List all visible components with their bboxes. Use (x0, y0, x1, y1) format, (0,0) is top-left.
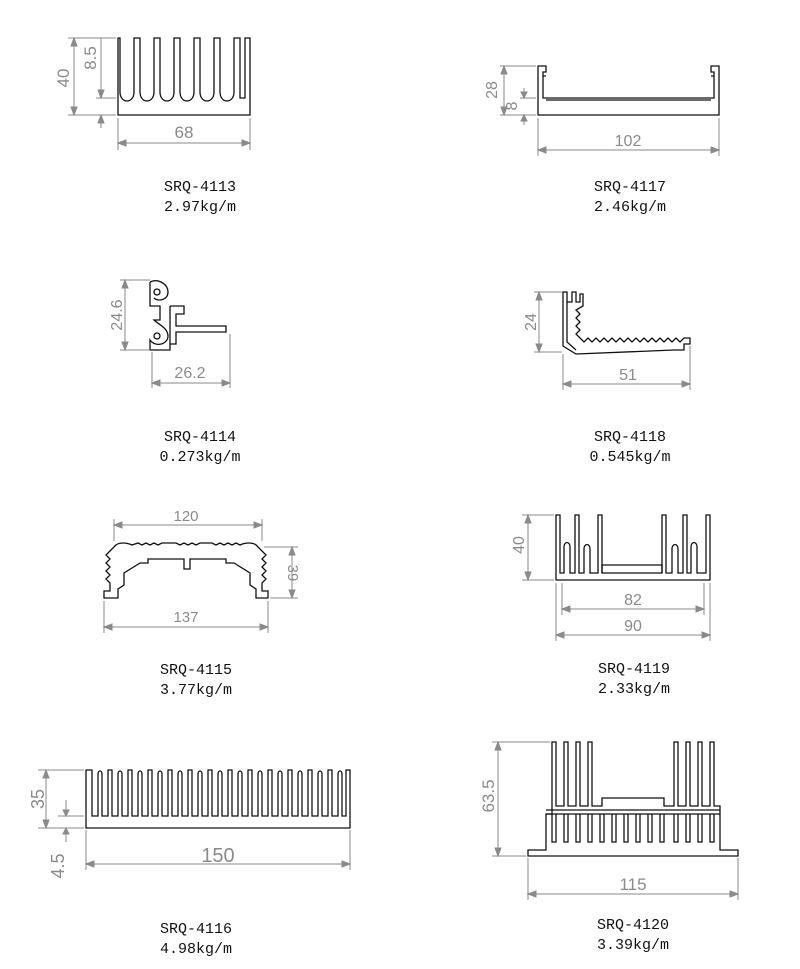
dim-height: 24.6 (109, 299, 126, 330)
product-caption-srq-4115: SRQ-4115 3.77kg/m (86, 661, 306, 701)
dimension-lines (68, 36, 252, 150)
product-weight: 2.33kg/m (597, 681, 670, 698)
product-code: SRQ-4116 (159, 921, 232, 938)
dim-inner: 82 (624, 592, 642, 609)
housing-profile (103, 542, 269, 599)
heatsink-profile (527, 741, 739, 857)
profile-drawing-srq-4119: 40 82 90 (511, 513, 712, 641)
product-caption-srq-4119: SRQ-4119 2.33kg/m (524, 660, 744, 700)
channel-profile (537, 65, 720, 116)
product-caption-srq-4117: SRQ-4117 2.46kg/m (520, 178, 740, 218)
dimension-lines (102, 519, 298, 633)
product-code: SRQ-4115 (159, 662, 232, 679)
dimension-lines (522, 513, 712, 641)
dim-base: 8 (504, 101, 521, 110)
product-weight: 0.273kg/m (159, 449, 241, 466)
dim-width: 102 (615, 133, 642, 150)
dim-height: 28 (484, 81, 501, 99)
product-weight: 0.545kg/m (589, 449, 671, 466)
product-caption-srq-4120: SRQ-4120 3.39kg/m (523, 916, 743, 956)
dimension-lines (120, 278, 232, 388)
product-weight: 4.98kg/m (159, 941, 232, 958)
dim-height: 40 (511, 536, 528, 554)
product-weight: 2.46kg/m (593, 199, 666, 216)
dimension-lines (38, 768, 352, 870)
dim-width: 51 (619, 367, 637, 384)
product-weight: 3.39kg/m (596, 937, 669, 954)
profile-drawing-srq-4115: 120 39 137 (102, 508, 301, 633)
profile-drawing-srq-4120: 63.5 115 (479, 740, 740, 900)
heatsink-profile (85, 769, 351, 829)
product-code: SRQ-4119 (597, 661, 670, 678)
dimension-lines (500, 64, 721, 156)
heatsink-profile (117, 37, 251, 116)
product-caption-srq-4118: SRQ-4118 0.545kg/m (520, 428, 740, 468)
product-weight: 2.97kg/m (163, 199, 236, 216)
dim-base: 4.5 (48, 853, 68, 878)
profile-drawing-srq-4118: 24 51 (523, 290, 692, 390)
product-code: SRQ-4120 (596, 917, 669, 934)
product-caption-srq-4116: SRQ-4116 4.98kg/m (86, 920, 306, 960)
dim-width: 26.2 (174, 365, 205, 382)
dim-width: 115 (619, 875, 646, 894)
dim-height: 24 (523, 313, 540, 331)
dim-base: 8.5 (81, 46, 100, 70)
profile-drawing-srq-4114: 24.6 26.2 (109, 278, 232, 388)
product-code: SRQ-4117 (593, 179, 666, 196)
dim-height: 40 (54, 69, 73, 88)
dim-width: 137 (173, 609, 198, 626)
product-code: SRQ-4113 (163, 179, 236, 196)
product-code: SRQ-4114 (163, 429, 236, 446)
dimension-lines (534, 290, 692, 390)
dim-width: 68 (175, 123, 194, 142)
product-caption-srq-4113: SRQ-4113 2.97kg/m (90, 178, 310, 218)
dim-height: 35 (28, 789, 48, 809)
product-weight: 3.77kg/m (159, 682, 232, 699)
profile-drawing-srq-4113: 40 8.5 68 (54, 36, 252, 150)
profile-drawing-srq-4117: 28 8 102 (484, 64, 721, 156)
dim-width: 150 (201, 845, 234, 867)
profile-drawing-srq-4116: 35 4.5 150 (28, 768, 352, 879)
heatsink-profile (555, 514, 711, 581)
clip-profile (149, 280, 227, 351)
dim-height: 63.5 (479, 779, 498, 812)
dim-top: 120 (173, 508, 198, 525)
dim-width: 90 (624, 618, 642, 635)
product-code: SRQ-4118 (593, 429, 666, 446)
angle-profile (562, 291, 691, 355)
dimension-lines (492, 740, 740, 900)
product-caption-srq-4114: SRQ-4114 0.273kg/m (90, 428, 310, 468)
dim-height: 39 (284, 565, 301, 582)
